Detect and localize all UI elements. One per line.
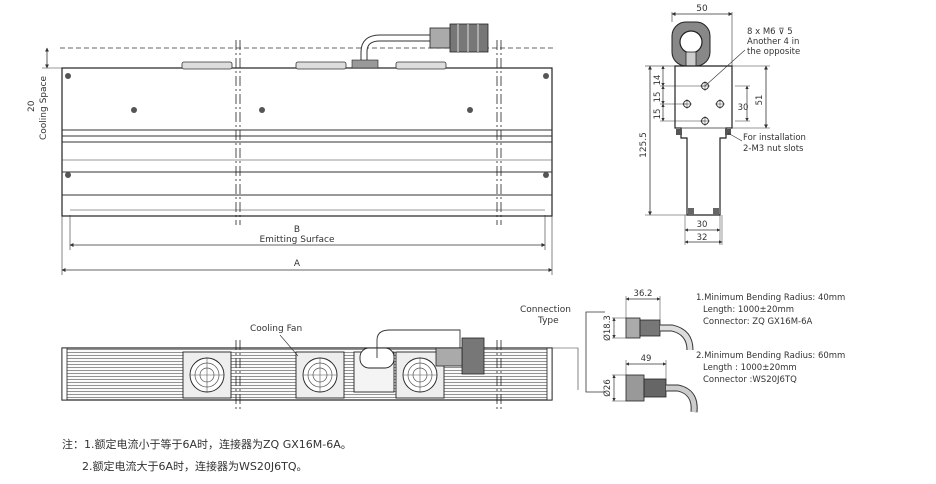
connector-2-dim-length: 49 <box>641 354 652 364</box>
dim-30-inner: 30 <box>738 103 749 113</box>
dim-14: 14 <box>653 75 663 86</box>
connector-2-line-3: Connector :WS20J6TQ <box>703 375 797 385</box>
screw-icon <box>543 73 549 79</box>
dim-51: 51 <box>755 95 765 106</box>
dim-30-bottom: 30 <box>697 220 708 230</box>
dim-emitting-surface-label: Emitting Surface <box>259 235 335 245</box>
connector-plug-icon <box>461 337 485 375</box>
install-note-line-1: For installation <box>743 133 806 143</box>
fan-housing-top <box>181 61 233 70</box>
dim-b-label: B <box>294 225 300 235</box>
bottom-view: Cooling Fan Connection Type <box>61 305 605 410</box>
connector-1-dim-diameter: Ø18.3 <box>602 315 613 341</box>
fan-icon <box>182 351 232 399</box>
fan-housing-top <box>395 61 447 70</box>
connector-2-dim-diameter: Ø26 <box>602 379 613 397</box>
cooling-fan-label: Cooling Fan <box>250 324 302 334</box>
dim-width-50: 50 <box>696 4 708 14</box>
connector-1-dim-length: 36.2 <box>634 289 653 299</box>
dim-cooling-space-label: Cooling Space <box>39 76 49 140</box>
connector-2-line-1: 2.Minimum Bending Radius: 60mm <box>696 351 845 361</box>
dim-32-bottom: 32 <box>697 233 708 243</box>
fan-icon <box>295 351 345 399</box>
nut-slot-icon <box>725 129 731 135</box>
connector-1-line-3: Connector: ZQ GX16M-6A <box>703 317 813 327</box>
screw-icon <box>65 73 71 79</box>
connection-bracket <box>585 311 605 393</box>
connector-1: 36.2 Ø18.3 1.Minimum Bending Radius: 40m… <box>602 289 845 351</box>
connector-1-line-1: 1.Minimum Bending Radius: 40mm <box>696 293 845 303</box>
screw-icon <box>467 107 473 113</box>
side-profile <box>674 65 733 216</box>
connector-2: 49 Ø26 2.Minimum Bending Radius: 60mm Le… <box>602 351 845 413</box>
screw-icon <box>131 107 137 113</box>
connector-1-line-2: Length: 1000±20mm <box>703 305 794 315</box>
screw-icon <box>65 172 71 178</box>
connector-1-icon <box>625 317 641 339</box>
note-line-2: 2.额定电流大于6A时，连接器为WS20J6TQ。 <box>82 460 308 473</box>
connection-type-label-1: Connection <box>520 305 571 315</box>
dim-125-5: 125.5 <box>639 132 649 158</box>
screw-note-line-1: 8 x M6 ⊽ 5 <box>747 27 793 37</box>
connector-2-line-2: Length : 1000±20mm <box>703 363 797 373</box>
dim-15a: 15 <box>653 92 663 103</box>
dim-a-label: A <box>294 259 301 269</box>
screw-icon <box>543 172 549 178</box>
install-note-line-2: 2-M3 nut slots <box>743 144 804 154</box>
nut-slot-icon <box>676 129 682 135</box>
connector-plug-icon <box>449 23 489 53</box>
connector-2-icon <box>625 374 645 402</box>
dim-cooling-space-value: 20 <box>27 100 37 112</box>
connection-type-label-2: Type <box>537 316 559 326</box>
front-view: 20 Cooling Space B Emitting Surface A <box>27 23 553 275</box>
screw-note-line-3: the opposite <box>747 47 800 57</box>
note-line-1: 注：1.额定电流小于等于6A时，连接器为ZQ GX16M-6A。 <box>62 438 352 451</box>
connector-icon <box>429 27 451 49</box>
fan-housing-top <box>295 61 347 70</box>
dim-15b: 15 <box>653 109 663 120</box>
side-view: 50 8 x M6 ⊽ 5 Another 4 in the opposite … <box>639 4 806 245</box>
screw-icon <box>259 107 265 113</box>
screw-note-line-2: Another 4 in <box>747 37 799 47</box>
